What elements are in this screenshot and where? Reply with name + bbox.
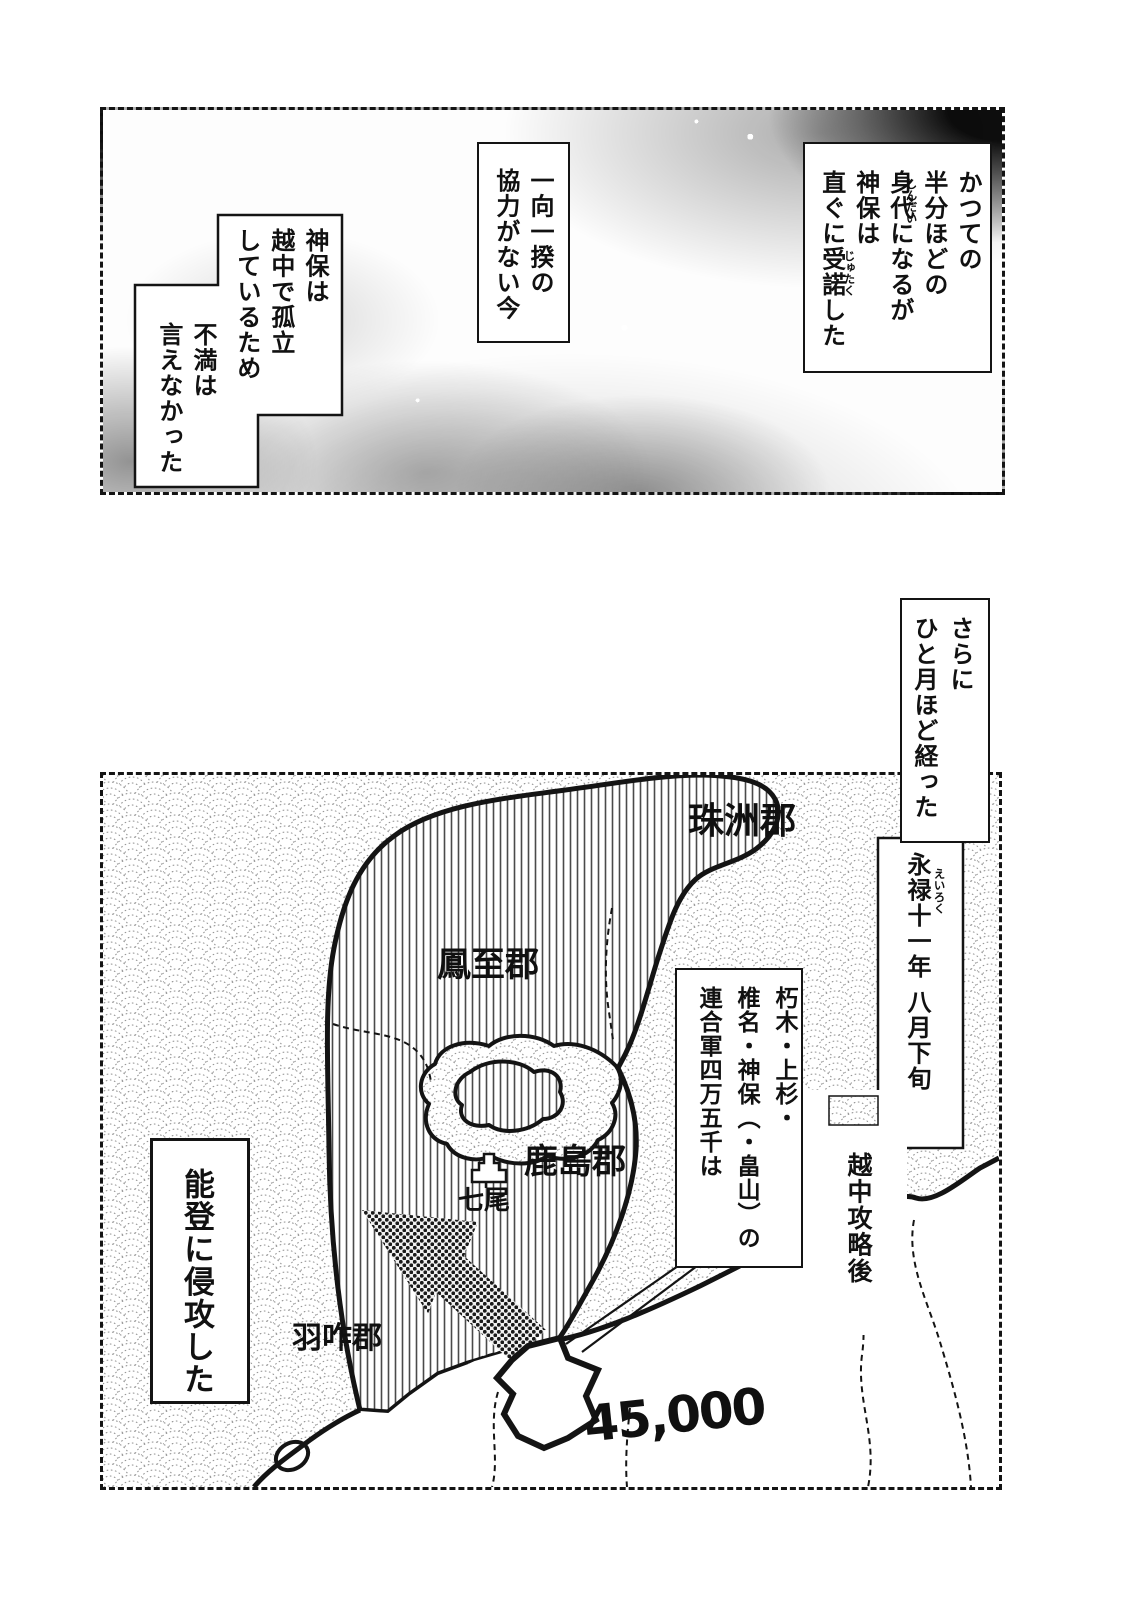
text-line: ひと月ほど経った [910, 616, 938, 820]
text-line: 言えなかった [154, 322, 183, 475]
furigana-eiroku: えいろく [932, 868, 947, 914]
castle-icon [470, 1152, 508, 1188]
text-line: かつての [954, 170, 982, 272]
label-fugeshi-district: 鳳至郡 [437, 945, 539, 985]
speech-bubble-jimbo [133, 213, 344, 489]
panel-map: 珠洲郡 鳳至郡 鹿島郡 羽咋郡 七尾 45,000 [100, 772, 1002, 1490]
text-line: 神保は [851, 170, 880, 247]
text-line: しているため [232, 228, 261, 381]
text-line: 半分ほどの [919, 170, 948, 298]
text-line: 神保は [301, 228, 329, 305]
label-hakui-district: 羽咋郡 [292, 1321, 382, 1356]
caption-allies-box [675, 968, 803, 1268]
noto-map: 珠洲郡 鳳至郡 鹿島郡 羽咋郡 七尾 45,000 [103, 775, 999, 1487]
caption-invade-box [150, 1138, 250, 1404]
district-boundary-fugeshi [332, 1023, 432, 1083]
noto-base-border [359, 1362, 469, 1414]
caption-date-text: 永禄十一年 八月下旬 [903, 852, 934, 1142]
text-line: 連合軍四万五千は [695, 986, 722, 1178]
speech-text-jimbo-lower: 不満は 言えなかった [152, 322, 220, 477]
province-boundary-4 [845, 1219, 872, 1487]
label-kashima-district: 鹿島郡 [524, 1142, 626, 1182]
text-line: 身代になるが [885, 170, 914, 323]
speech-text-accept: かつての 半分ほどの 身代になるが 神保は 直ぐに受諾した [815, 170, 985, 365]
text-line: 協力がない今 [491, 168, 520, 321]
province-boundary-5 [911, 1219, 972, 1487]
text-line: 一向一揆の [526, 168, 554, 296]
speech-bubble-accept [803, 142, 992, 373]
province-boundary-2 [491, 1391, 499, 1487]
caption-etchu-box [800, 1090, 907, 1335]
text-line: 越中で孤立 [266, 228, 295, 356]
caption-allies-text: 朽木・上杉・ 椎名・神保（・畠山）の 連合軍四万五千は [688, 986, 802, 1258]
callout-pointer-lines [565, 1265, 698, 1353]
text-line: 椎名・神保（・畠山）の [733, 986, 760, 1250]
caption-etchu-text: 越中攻略後 [844, 1152, 876, 1297]
noto-island [453, 1059, 565, 1133]
invasion-arrow [362, 1210, 546, 1362]
west-coastline [252, 1407, 362, 1487]
text-line: さらに [946, 616, 974, 693]
text-line: 永禄十一年 八月下旬 [903, 852, 931, 1092]
text-line: 越中攻略後 [844, 1152, 873, 1285]
caption-month-text: さらに ひと月ほど経った [906, 616, 978, 831]
text-line: 朽木・上杉・ [771, 986, 797, 1130]
caption-invade-text: 能登に侵攻した [178, 1168, 218, 1396]
text-line: 能登に侵攻した [178, 1168, 214, 1396]
text-line: 不満は [189, 322, 217, 399]
sea-gap-square [828, 1095, 879, 1126]
district-boundary-suzu [604, 907, 614, 1041]
speech-bubble-ikko [477, 142, 570, 343]
caption-month-box [900, 598, 990, 843]
speech-text-jimbo-upper: 神保は 越中で孤立 しているため [230, 228, 332, 408]
text-line: 直ぐに受諾した [817, 170, 846, 349]
furigana-judaku: じゅたく [842, 250, 857, 296]
furigana-shindai: しんだい [904, 178, 919, 224]
label-suzu-district: 珠洲郡 [688, 801, 796, 842]
label-nanao: 七尾 [458, 1186, 510, 1216]
speech-text-ikko: 一向一揆の 協力がない今 [489, 168, 557, 338]
bubble-jimbo-shape [133, 213, 344, 489]
army-position-marker [492, 1334, 603, 1452]
